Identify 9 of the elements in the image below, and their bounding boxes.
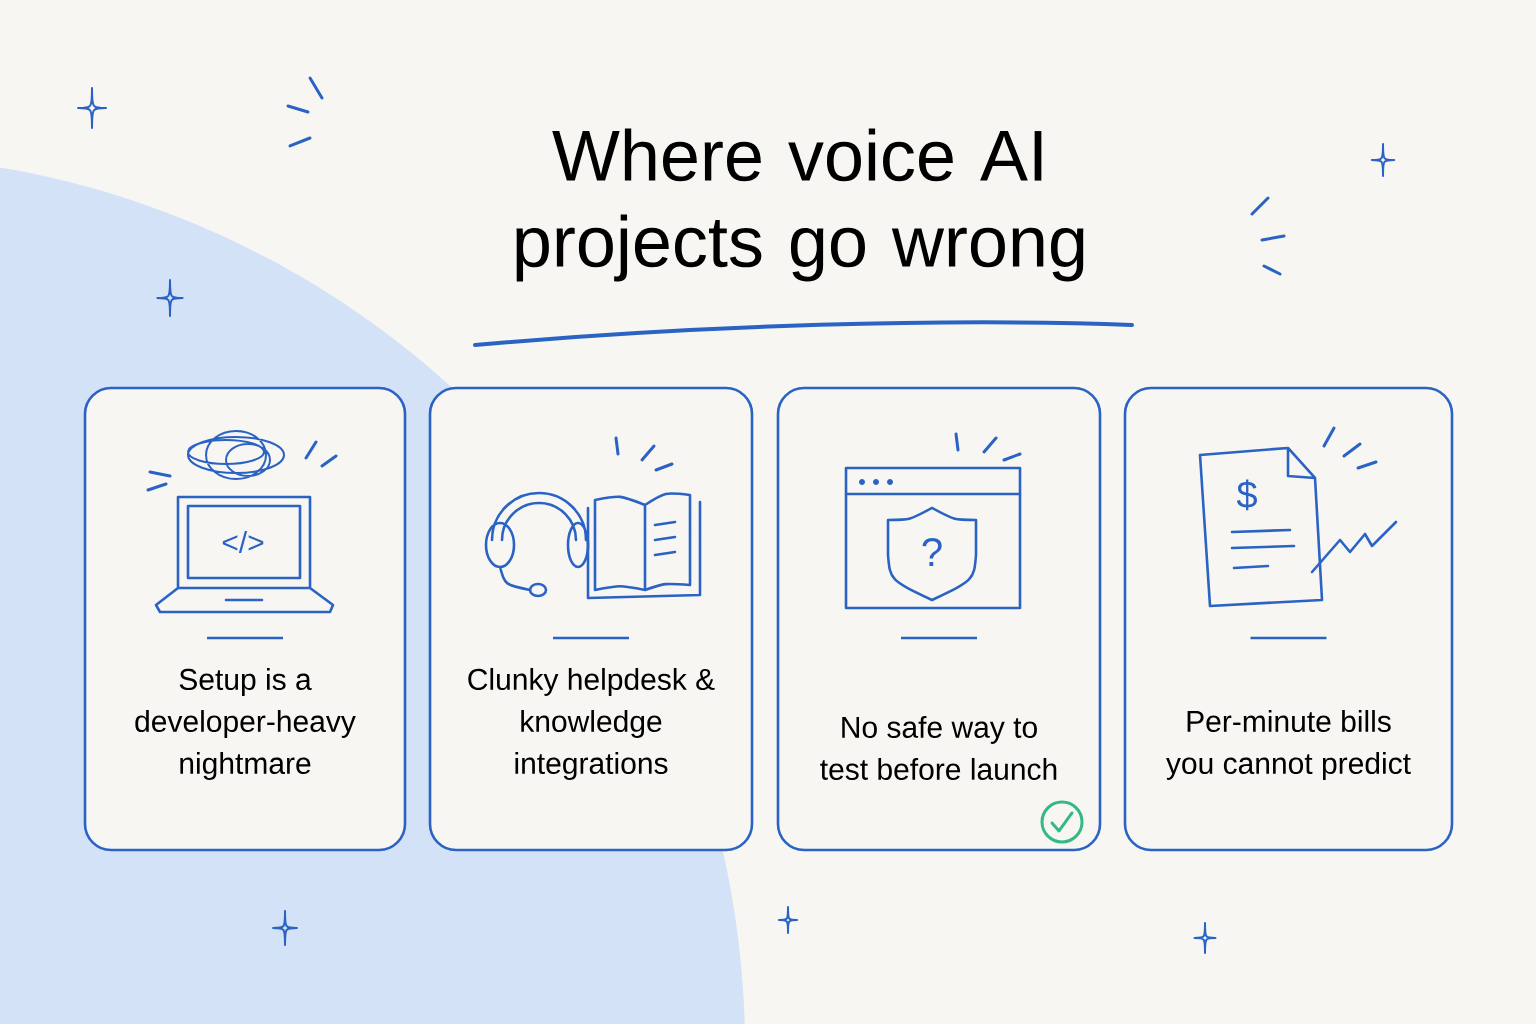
card-caption: Per-minute bills you cannot predict — [1166, 710, 1411, 780]
card-caption: Setup is a developer-heavy nightmare — [135, 668, 356, 780]
card — [1123, 386, 1454, 852]
card — [776, 386, 1102, 852]
card — [428, 386, 754, 852]
card-caption: Clunky helpdesk & knowledge integrations — [468, 668, 715, 780]
card — [83, 386, 407, 852]
title: Where voice AI projects go wrong — [516, 128, 1084, 282]
card-caption: No safe way to test before launch — [820, 716, 1057, 780]
